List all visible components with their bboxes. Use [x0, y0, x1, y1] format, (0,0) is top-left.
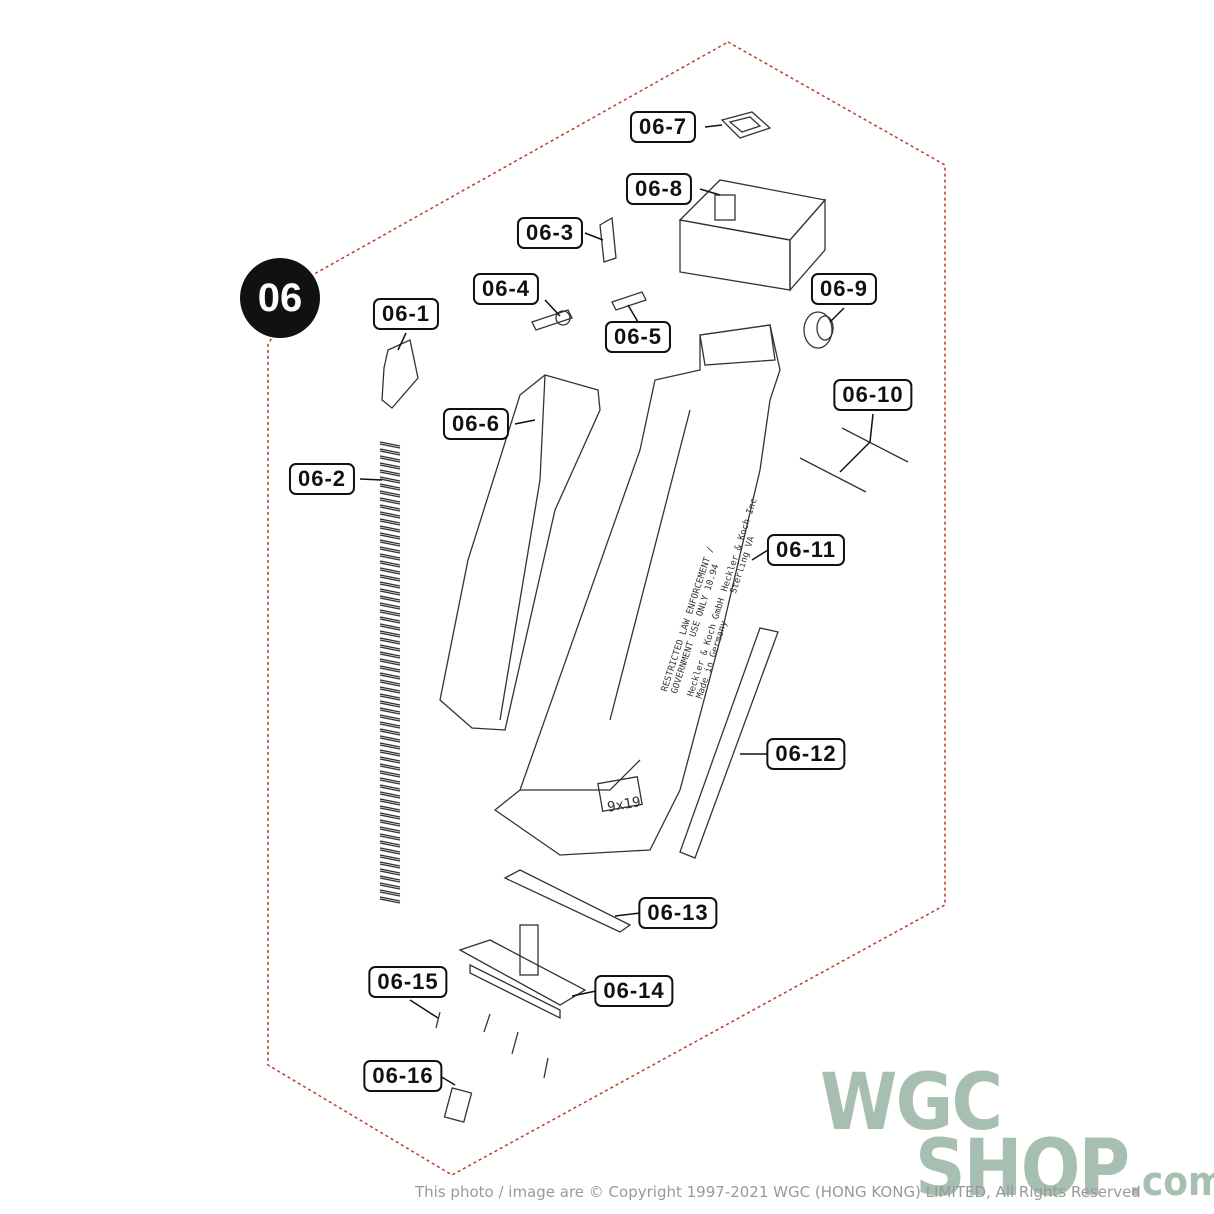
part-label-06-4: 06-4 [472, 273, 540, 305]
part-06-3-drawing [599, 216, 617, 263]
part-label-06-14: 06-14 [594, 975, 674, 1007]
spring-coils [379, 441, 401, 904]
copyright-notice: This photo / image are © Copyright 1997-… [415, 1183, 1141, 1201]
group-number-badge: 06 [240, 258, 320, 338]
logo-line-2: SHOP.com [915, 1130, 1214, 1214]
logo-shop: SHOP [915, 1124, 1130, 1214]
part-06-8-drawing [678, 179, 827, 292]
part-label-06-13: 06-13 [638, 897, 718, 929]
part-label-06-1: 06-1 [372, 298, 440, 330]
part-label-06-9: 06-9 [810, 273, 878, 305]
part-06-2-drawing [379, 441, 401, 904]
part-06-12-drawing [679, 627, 779, 859]
part-06-1-drawing [381, 339, 419, 409]
part-label-06-7: 06-7 [629, 111, 697, 143]
part-label-06-6: 06-6 [442, 408, 510, 440]
part-label-06-11: 06-11 [766, 534, 846, 566]
part-06-13-drawing [503, 869, 632, 933]
part-06-14-drawing [458, 924, 587, 1020]
part-label-06-5: 06-5 [604, 321, 672, 353]
part-06-15-drawing [435, 1011, 549, 1079]
leader-lines [359, 124, 874, 1086]
part-label-06-8: 06-8 [625, 173, 693, 205]
part-06-11-drawing [493, 324, 781, 856]
part-06-16-drawing [443, 1087, 473, 1123]
part-06-10-drawing [799, 427, 909, 493]
wgc-shop-logo: WGC SHOP.com [820, 1058, 1214, 1214]
part-06-5-drawing [611, 291, 647, 311]
part-06-6-drawing [439, 374, 601, 731]
logo-line-1: WGC [820, 1058, 1003, 1148]
part-06-9-drawing [803, 311, 834, 349]
part-label-06-3: 06-3 [516, 217, 584, 249]
part-label-06-15: 06-15 [368, 966, 448, 998]
part-label-06-2: 06-2 [288, 463, 356, 495]
part-06-7-drawing [720, 111, 772, 139]
part-label-06-12: 06-12 [766, 738, 846, 770]
logo-suffix: .com [1128, 1159, 1214, 1205]
part-06-4-drawing [531, 309, 573, 331]
part-label-06-10: 06-10 [833, 379, 913, 411]
part-label-06-16: 06-16 [363, 1060, 443, 1092]
